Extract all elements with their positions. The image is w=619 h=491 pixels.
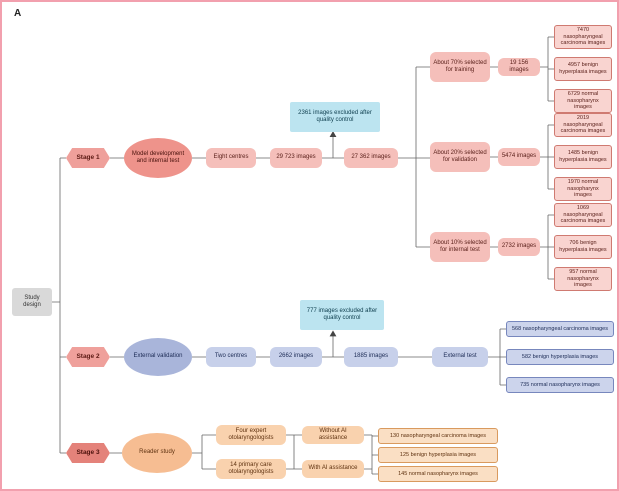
- stage3-without-ai-node: Without AI assistance: [302, 426, 364, 444]
- stage1-excluded-note: 2361 images excluded after quality contr…: [290, 102, 380, 132]
- stage3-hexagon: Stage 3: [66, 443, 110, 463]
- stage1-centres-node: Eight centres: [206, 148, 256, 168]
- stage2-class-benign: 582 benign hyperplasia images: [506, 349, 614, 365]
- stage1-training-class-benign: 4957 benign hyperplasia images: [554, 57, 612, 81]
- stage1-training-count-node: 19 156 images: [498, 58, 540, 76]
- stage1-internaltest-class-carcinoma: 1069 nasopharyngeal carcinoma images: [554, 203, 612, 227]
- stage1-validation-count-node: 5474 images: [498, 148, 540, 166]
- stage2-class-normal: 735 normal nasopharynx images: [506, 377, 614, 393]
- stage3-primarycare-readers-node: 14 primary care otolaryngologists: [216, 459, 286, 479]
- stage1-hexagon: Stage 1: [66, 148, 110, 168]
- stage1-validation-class-carcinoma: 2019 nasopharyngeal carcinoma images: [554, 113, 612, 137]
- stage2-external-test-node: External test: [432, 347, 488, 367]
- panel-label: A: [14, 8, 22, 19]
- stage1-internaltest-class-benign: 706 benign hyperplasia images: [554, 235, 612, 259]
- stage3-class-benign: 125 benign hyperplasia images: [378, 447, 498, 463]
- stage1-internaltest-count-node: 2732 images: [498, 238, 540, 256]
- stage3-title-ellipse: Reader study: [122, 433, 192, 473]
- stage1-images-after-node: 27 362 images: [344, 148, 398, 168]
- stage2-hexagon: Stage 2: [66, 347, 110, 367]
- stage1-split-training-node: About 70% selected for training: [430, 52, 490, 82]
- stage3-class-normal: 145 normal nasopharynx images: [378, 466, 498, 482]
- stage1-training-class-normal: 6729 normal nasopharynx images: [554, 89, 612, 113]
- stage2-excluded-note: 777 images excluded after quality contro…: [300, 300, 384, 330]
- stage1-title-ellipse: Model development and internal test: [124, 138, 192, 178]
- stage2-images-after-node: 1885 images: [344, 347, 398, 367]
- stage1-training-class-carcinoma: 7470 nasopharyngeal carcinoma images: [554, 25, 612, 49]
- stage2-centres-node: Two centres: [206, 347, 256, 367]
- stage2-title-ellipse: External validation: [124, 338, 192, 376]
- stage1-validation-class-normal: 1970 normal nasopharynx images: [554, 177, 612, 201]
- stage3-with-ai-node: With AI assistance: [302, 460, 364, 478]
- stage3-expert-readers-node: Four expert otolaryngologists: [216, 425, 286, 445]
- stage1-images-initial-node: 29 723 images: [270, 148, 322, 168]
- stage2-class-carcinoma: 568 nasopharyngeal carcinoma images: [506, 321, 614, 337]
- stage1-validation-class-benign: 1485 benign hyperplasia images: [554, 145, 612, 169]
- stage1-split-validation-node: About 20% selected for validation: [430, 142, 490, 172]
- stage1-internaltest-class-normal: 957 normal nasopharynx images: [554, 267, 612, 291]
- study-design-node: Study design: [12, 288, 52, 316]
- stage3-class-carcinoma: 130 nasopharyngeal carcinoma images: [378, 428, 498, 444]
- stage2-images-initial-node: 2662 images: [270, 347, 322, 367]
- stage1-split-internaltest-node: About 10% selected for internal test: [430, 232, 490, 262]
